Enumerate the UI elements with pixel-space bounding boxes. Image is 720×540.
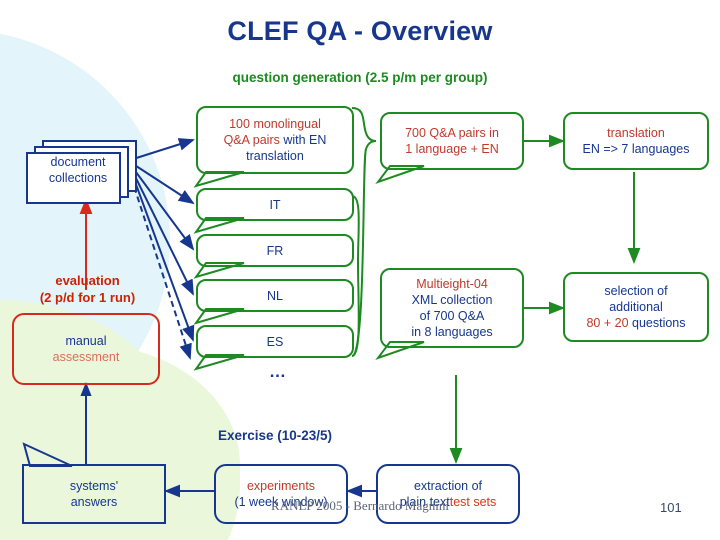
language-es-label: ES	[266, 334, 284, 349]
label-evaluation: evaluation (2 p/d for 1 run)	[0, 272, 175, 306]
node-language-nl[interactable]: NL	[196, 279, 354, 312]
language-nl-label: NL	[267, 288, 283, 303]
node-extraction[interactable]: extraction of plain texttest sets	[376, 464, 520, 524]
node-systems-answers[interactable]: systems' answers	[22, 464, 166, 524]
multieight-line2: XML collection	[411, 293, 493, 307]
label-evaluation-line2: (2 p/d for 1 run)	[39, 290, 136, 305]
systems-answers-line1: systems'	[69, 479, 119, 493]
multieight-line4: in 8 languages	[411, 325, 493, 339]
pairs700-line1: 700 Q&A pairs in	[405, 126, 499, 140]
extraction-line1: extraction of	[413, 479, 483, 493]
translation-line2: EN => 7 languages	[582, 142, 690, 156]
pairs700-line2: 1 language + EN	[405, 142, 499, 156]
selection-line3-navy: questions	[628, 316, 686, 330]
document-collections-label: document collections	[30, 154, 126, 186]
subtitle-question-generation: question generation (2.5 p/m per group)	[232, 70, 488, 85]
extraction-line2-red: test sets	[449, 495, 497, 509]
translation-line1: translation	[607, 126, 665, 140]
node-translation[interactable]: translation EN => 7 languages	[563, 112, 709, 170]
node-language-es[interactable]: ES	[196, 325, 354, 358]
node-700-pairs[interactable]: 700 Q&A pairs in 1 language + EN	[380, 112, 524, 170]
monolingual-line2-red: Q&A pairs	[223, 133, 280, 147]
manual-assessment-line2: assessment	[52, 350, 120, 364]
node-selection[interactable]: selection of additional 80 + 20 question…	[563, 272, 709, 342]
experiments-line1: experiments	[246, 479, 316, 493]
page-number: 101	[660, 500, 682, 515]
node-monolingual-pairs[interactable]: 100 monolingual Q&A pairs with EN transl…	[196, 106, 354, 174]
extraction-line2-navy: plain text	[399, 495, 450, 509]
node-language-it[interactable]: IT	[196, 188, 354, 221]
monolingual-line2-navy: with EN	[279, 133, 327, 147]
manual-assessment-line1: manual	[65, 334, 107, 348]
monolingual-line1: 100 monolingual	[229, 117, 321, 131]
doc-sheet-front	[26, 152, 121, 204]
label-evaluation-line1: evaluation	[55, 273, 120, 288]
node-experiments[interactable]: experiments (1 week window)	[214, 464, 348, 524]
language-ellipsis: …	[269, 362, 286, 381]
node-manual-assessment[interactable]: manual assessment	[12, 313, 160, 385]
slide-footer: RANLP 2005 - Bernardo Magnini	[271, 498, 449, 513]
node-language-fr[interactable]: FR	[196, 234, 354, 267]
multieight-line3: of 700 Q&A	[419, 309, 485, 323]
document-collections-line2: collections	[48, 171, 108, 185]
experiments-line2: (1 week window)	[234, 495, 328, 509]
document-collections-line1: document	[50, 155, 106, 169]
language-it-label: IT	[269, 197, 281, 212]
node-document-collections[interactable]: document collections	[22, 140, 142, 210]
language-fr-label: FR	[266, 243, 284, 258]
node-multieight[interactable]: Multieight-04 XML collection of 700 Q&A …	[380, 268, 524, 348]
selection-line1: selection of	[604, 284, 668, 298]
selection-line3-red: 80 + 20	[586, 316, 629, 330]
systems-answers-line2: answers	[70, 495, 118, 509]
multieight-line1: Multieight-04	[416, 277, 488, 291]
selection-line2: additional	[609, 300, 663, 314]
page-title: CLEF QA - Overview	[227, 16, 493, 46]
label-exercise: Exercise (10-23/5)	[217, 428, 333, 443]
monolingual-line3: translation	[246, 149, 304, 163]
